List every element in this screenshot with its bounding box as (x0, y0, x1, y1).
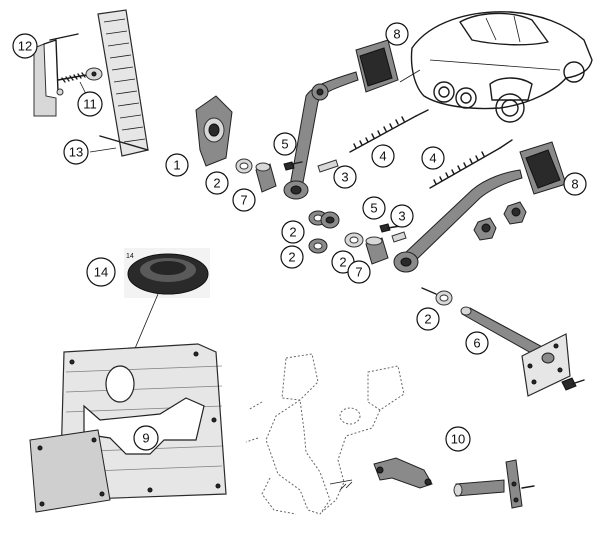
accelerator-pedal-group (33, 9, 149, 157)
svg-text:2: 2 (289, 225, 296, 240)
svg-text:2: 2 (288, 250, 295, 265)
svg-text:7: 7 (355, 265, 362, 280)
svg-text:2: 2 (424, 312, 431, 327)
callout-8-top: 8 (385, 22, 409, 46)
callout-6: 6 (465, 331, 489, 355)
svg-text:2: 2 (339, 255, 346, 270)
callout-2-a: 2 (205, 171, 229, 195)
svg-text:3: 3 (398, 209, 405, 224)
svg-text:2: 2 (213, 176, 220, 191)
svg-text:5: 5 (370, 201, 377, 216)
callout-11: 11 (77, 91, 103, 117)
clutch-pedal-group (195, 39, 429, 254)
callout-9: 9 (133, 425, 159, 451)
callout-5-b: 5 (362, 196, 386, 220)
callout-13: 13 (63, 139, 89, 165)
svg-text:7: 7 (240, 193, 247, 208)
callout-2-b: 2 (281, 220, 305, 244)
pedal-spring-bolt (57, 72, 93, 83)
pedal-bracket (33, 43, 57, 117)
svg-text:10: 10 (451, 432, 465, 447)
callout-5-a: 5 (273, 132, 297, 156)
svg-text:4: 4 (379, 149, 386, 164)
callout-7-a: 7 (232, 188, 256, 212)
svg-text:9: 9 (142, 431, 149, 446)
car-illustration (399, 11, 593, 123)
callout-12: 12 (12, 33, 38, 59)
callout-3-b: 3 (390, 204, 414, 228)
callout-14: 14 (86, 257, 116, 287)
floor-plate-photo (29, 343, 227, 513)
callout-3-a: 3 (333, 165, 357, 189)
brake-pedal-arm (403, 169, 523, 263)
callouts: 12 11 13 8 1 2 7 5 3 4 4 8 5 3 2 2 2 7 2… (12, 22, 587, 452)
svg-text:8: 8 (571, 177, 578, 192)
clevis-pin (455, 479, 505, 497)
svg-text:4: 4 (429, 151, 436, 166)
callout-10: 10 (445, 426, 471, 452)
svg-text:6: 6 (473, 336, 480, 351)
callout-2-e: 2 (416, 307, 440, 331)
callout-7-b: 7 (347, 260, 371, 284)
pedal-box-outline (245, 353, 535, 515)
svg-text:3: 3 (341, 170, 348, 185)
brake-pedal-group (344, 139, 585, 397)
callout-4-b: 4 (421, 146, 445, 170)
brake-return-spring (429, 147, 501, 189)
callout-1: 1 (165, 153, 189, 177)
callout-2-c: 2 (280, 245, 304, 269)
clevis-bracket (373, 457, 433, 489)
callout-4-a: 4 (371, 144, 395, 168)
svg-text:11: 11 (83, 97, 97, 112)
pedal-hinge-rod (99, 135, 149, 151)
svg-text:8: 8 (393, 27, 400, 42)
svg-text:14: 14 (94, 265, 108, 280)
svg-text:13: 13 (69, 145, 83, 160)
inset-small-label: 14 (126, 253, 134, 260)
svg-text:5: 5 (281, 137, 288, 152)
clutch-return-spring (349, 115, 417, 153)
svg-text:1: 1 (173, 158, 180, 173)
callout-8-b: 8 (563, 172, 587, 196)
svg-text:12: 12 (18, 39, 32, 54)
